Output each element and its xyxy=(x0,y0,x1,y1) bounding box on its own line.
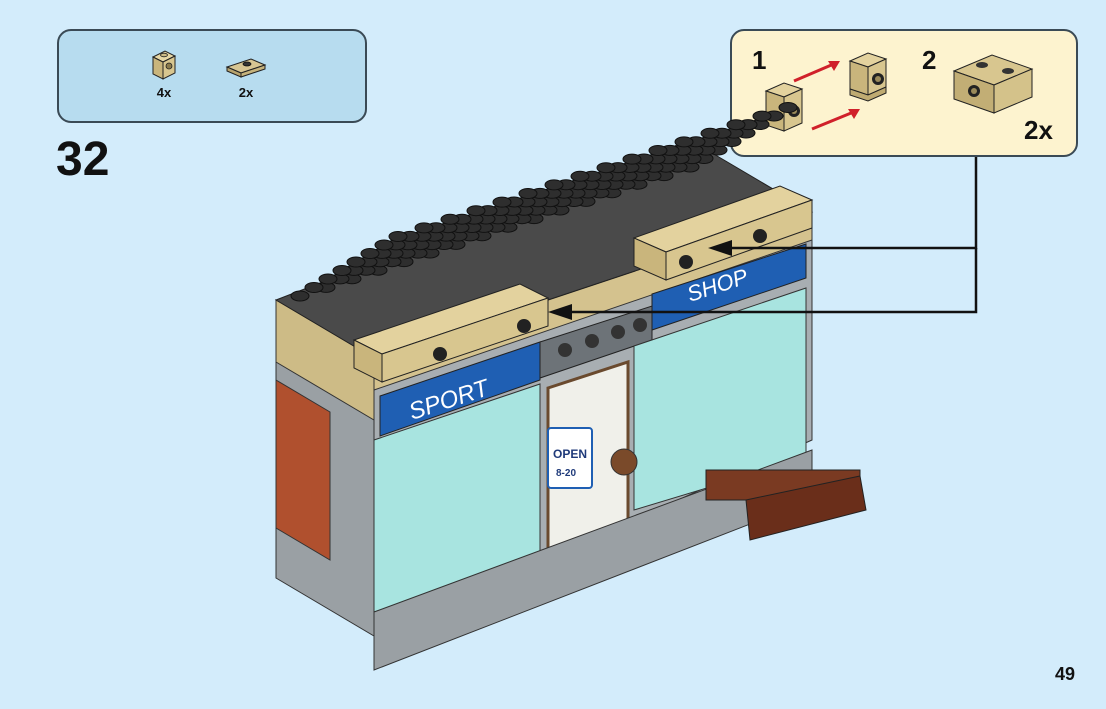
open-sign-line1: OPEN xyxy=(553,447,587,461)
roof-stud xyxy=(415,223,433,233)
roof-stud xyxy=(347,257,365,267)
roof-stud xyxy=(571,171,589,181)
roof-stud xyxy=(779,103,797,113)
roof-stud xyxy=(361,249,379,259)
roof-stud xyxy=(441,214,459,224)
roof-stud xyxy=(467,206,485,216)
roof-stud xyxy=(319,274,337,284)
roof-stud xyxy=(623,154,641,164)
roof-stud xyxy=(753,111,771,121)
roof-stud xyxy=(597,163,615,173)
roof-stud xyxy=(333,266,351,276)
roof-stud xyxy=(375,240,393,250)
page-number: 49 xyxy=(1055,664,1075,685)
roof-stud xyxy=(675,137,693,147)
open-sign-line2: 8-20 xyxy=(556,468,576,479)
roof-stud xyxy=(493,197,511,207)
roof-stud xyxy=(545,180,563,190)
roof-stud xyxy=(389,232,407,242)
roof-stud xyxy=(305,283,323,293)
roof-stud xyxy=(519,189,537,199)
roof-stud xyxy=(649,146,667,156)
door-knob-icon xyxy=(611,449,637,475)
roof-stud xyxy=(291,291,309,301)
roof-stud xyxy=(701,128,719,138)
roof-stud xyxy=(727,120,745,130)
